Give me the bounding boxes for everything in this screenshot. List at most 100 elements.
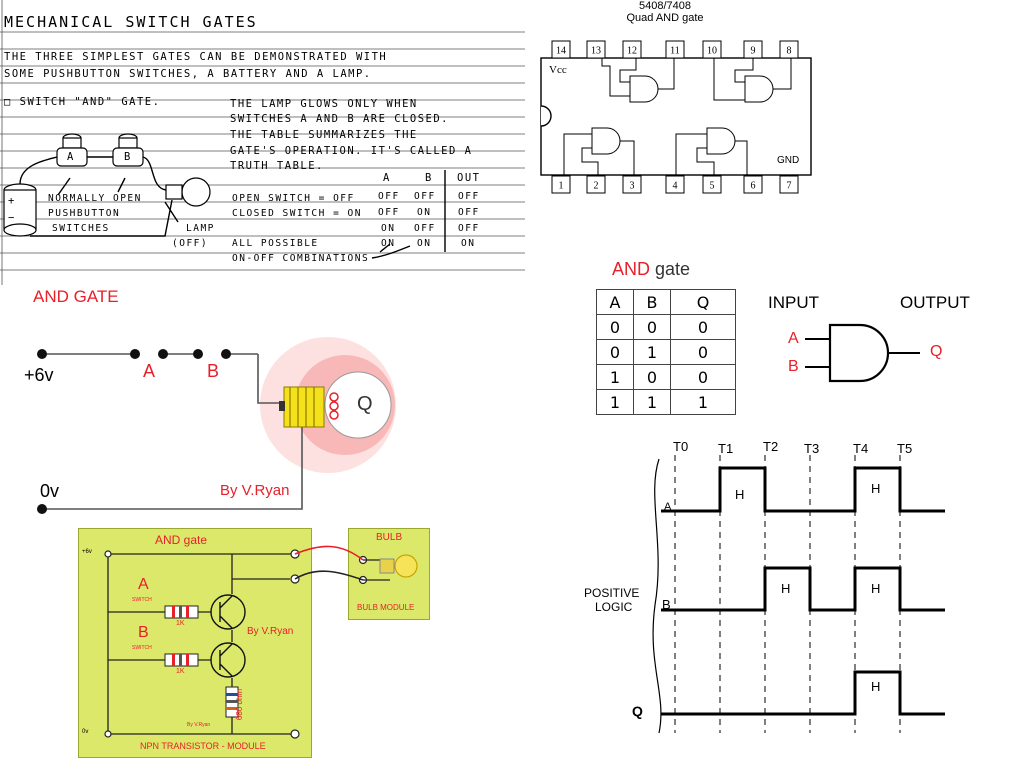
- mech-table-r4-a: ON: [381, 238, 396, 249]
- and-truth-table: A B Q 0 0 0 0 1 0 1 0 0 1 1 1: [596, 289, 736, 415]
- signal-q-label: Q: [632, 703, 643, 719]
- chip-gate-4-icon: [675, 127, 748, 175]
- mech-table-r4-b: ON: [417, 238, 432, 249]
- module-resistor-b-label: 1K: [176, 668, 185, 675]
- timing-marker-t4: T4: [853, 441, 869, 456]
- battery-minus-label: −: [8, 212, 16, 224]
- chip-top-pin-14: [551, 40, 571, 59]
- mech-table-r3-b: OFF: [414, 223, 436, 234]
- signal-b-label: B: [662, 597, 671, 612]
- transistor-1-icon: [210, 594, 246, 630]
- chip-top-pin-11: [665, 40, 685, 59]
- positive-logic-label-2: LOGIC: [595, 600, 633, 614]
- module-credit: By V.Ryan: [247, 626, 294, 637]
- chip-top-pin-label: 14: [556, 46, 566, 57]
- legend-combinations: ON-OFF COMBINATIONS: [232, 253, 370, 264]
- chip-gate-2-icon: [713, 58, 792, 103]
- module-ground: 0v: [82, 729, 89, 735]
- mechanical-switch-panel: MECHANICAL SWITCH GATES THE THREE SIMPLE…: [0, 0, 525, 285]
- timing-high-label: H: [781, 581, 791, 596]
- timing-high-label: H: [871, 679, 881, 694]
- timing-panel: T0 T1 T2 T3 T4 T5 H H H H H A B POSITIVE…: [575, 435, 955, 735]
- truth-header-q: Q: [670, 289, 736, 315]
- chip-top-pin-label: 9: [751, 46, 756, 57]
- lamp-off-label: (OFF): [172, 238, 209, 249]
- table-row: A B Q: [596, 289, 736, 315]
- module-resistor-680-label: 680 ohm: [235, 688, 245, 721]
- truth-header-a: A: [596, 289, 634, 315]
- signal-a-waveform: [661, 466, 945, 513]
- module-switch-b-caption: SWITCH: [132, 645, 152, 651]
- chip-gate-1-icon: [601, 58, 675, 103]
- chip-bottom-pin-3: [622, 175, 642, 194]
- mech-desc-line-5: TRUTH TABLE.: [230, 160, 324, 172]
- mech-table-r4-out: ON: [461, 238, 476, 249]
- module-bulb-icon: [363, 554, 418, 581]
- chip-bottom-pin-4: [665, 175, 685, 194]
- chip-top-pin-label: 12: [627, 46, 637, 57]
- input-label: INPUT: [768, 293, 819, 312]
- chip-top-pin-8: [779, 40, 799, 59]
- bulb-module-title: BULB: [376, 532, 403, 543]
- legend-closed-switch: CLOSED SWITCH = ON: [232, 208, 362, 219]
- pushbutton-label: PUSHBUTTON: [48, 208, 121, 219]
- signal-a-label: A: [664, 501, 672, 513]
- timing-high-label: H: [735, 487, 745, 502]
- battery-plus-label: +: [8, 195, 16, 207]
- chip-top-pin-label: 11: [670, 46, 680, 57]
- switch-a-label: A: [67, 151, 75, 163]
- chip-bottom-pin-label: 7: [787, 181, 792, 192]
- mech-title: MECHANICAL SWITCH GATES: [4, 13, 258, 31]
- symbol-output-q: Q: [930, 343, 943, 360]
- switches-label: SWITCHES: [52, 223, 110, 234]
- timing-marker-t3: T3: [804, 441, 820, 456]
- chip-top-pin-10: [702, 40, 722, 59]
- module-footer: NPN TRANSISTOR - MODULE: [140, 741, 266, 751]
- and-symbol-panel: AND gate A B Q 0 0 0 0 1 0 1 0 0 1 1 1 I…: [590, 255, 1010, 425]
- lamp-label: LAMP: [186, 223, 215, 234]
- circuit-diagram: [37, 337, 396, 514]
- chip-vcc-label: Vcc: [549, 64, 567, 76]
- output-label: OUTPUT: [900, 293, 970, 312]
- mech-table-header-a: A: [383, 172, 391, 184]
- chip-gnd-label: GND: [777, 155, 800, 166]
- chip-bottom-pin-label: 1: [559, 181, 564, 192]
- notebook-lines: [0, 0, 525, 285]
- truth-cell: 1: [596, 364, 634, 390]
- legend-all-possible: ALL POSSIBLE: [232, 238, 319, 249]
- truth-cell: 1: [670, 389, 736, 415]
- mech-desc-line-1: THE LAMP GLOWS ONLY WHEN: [230, 98, 418, 110]
- chip-bottom-pin-label: 2: [594, 181, 599, 192]
- timing-marker-t1: T1: [718, 441, 734, 456]
- mech-table-header-b: B: [425, 172, 433, 184]
- table-row: 1 1 1: [596, 389, 736, 415]
- circuit-supply-label: +6v: [24, 365, 54, 385]
- battery-icon: [3, 183, 37, 237]
- module-switch-a: A: [138, 576, 149, 593]
- timing-marker-t0: T0: [673, 439, 689, 454]
- mech-table-r3-a: ON: [381, 223, 396, 234]
- bulb-base-icon: [279, 386, 339, 428]
- chip-gate-3-icon: [563, 127, 635, 175]
- mech-desc-line-4: GATE'S OPERATION. IT'S CALLED A: [230, 145, 473, 157]
- timing-marker-t2: T2: [763, 439, 779, 454]
- switch-b-label: B: [124, 151, 132, 163]
- and-symbol-title: AND gate: [612, 259, 690, 280]
- chip-bottom-pin-label: 5: [710, 181, 715, 192]
- timing-marker-t5: T5: [897, 441, 913, 456]
- mech-intro-line-2: SOME PUSHBUTTON SWITCHES, A BATTERY AND …: [4, 68, 372, 80]
- transistor-2-icon: [210, 642, 246, 678]
- mech-intro-line-1: THE THREE SIMPLEST GATES CAN BE DEMONSTR…: [4, 51, 388, 63]
- module-switch-a-caption: SWITCH: [132, 597, 152, 603]
- chip-top-pin-label: 10: [707, 46, 717, 57]
- circuit-title: AND GATE: [33, 287, 119, 306]
- bulb-module-footer: BULB MODULE: [357, 603, 415, 612]
- mech-table-r2-b: ON: [417, 207, 432, 218]
- transistor-module-panel: AND gate +6v 0v A SWITCH B SWITCH 1K 1K …: [60, 522, 455, 762]
- chip-top-pin-label: 8: [787, 46, 792, 57]
- and-gate-symbol-icon: [805, 323, 920, 383]
- timing-high-label: H: [871, 581, 881, 596]
- resistor-b-icon: [164, 653, 199, 667]
- mech-desc-line-3: THE TABLE SUMMARIZES THE: [230, 129, 418, 141]
- lamp-icon: [165, 177, 211, 207]
